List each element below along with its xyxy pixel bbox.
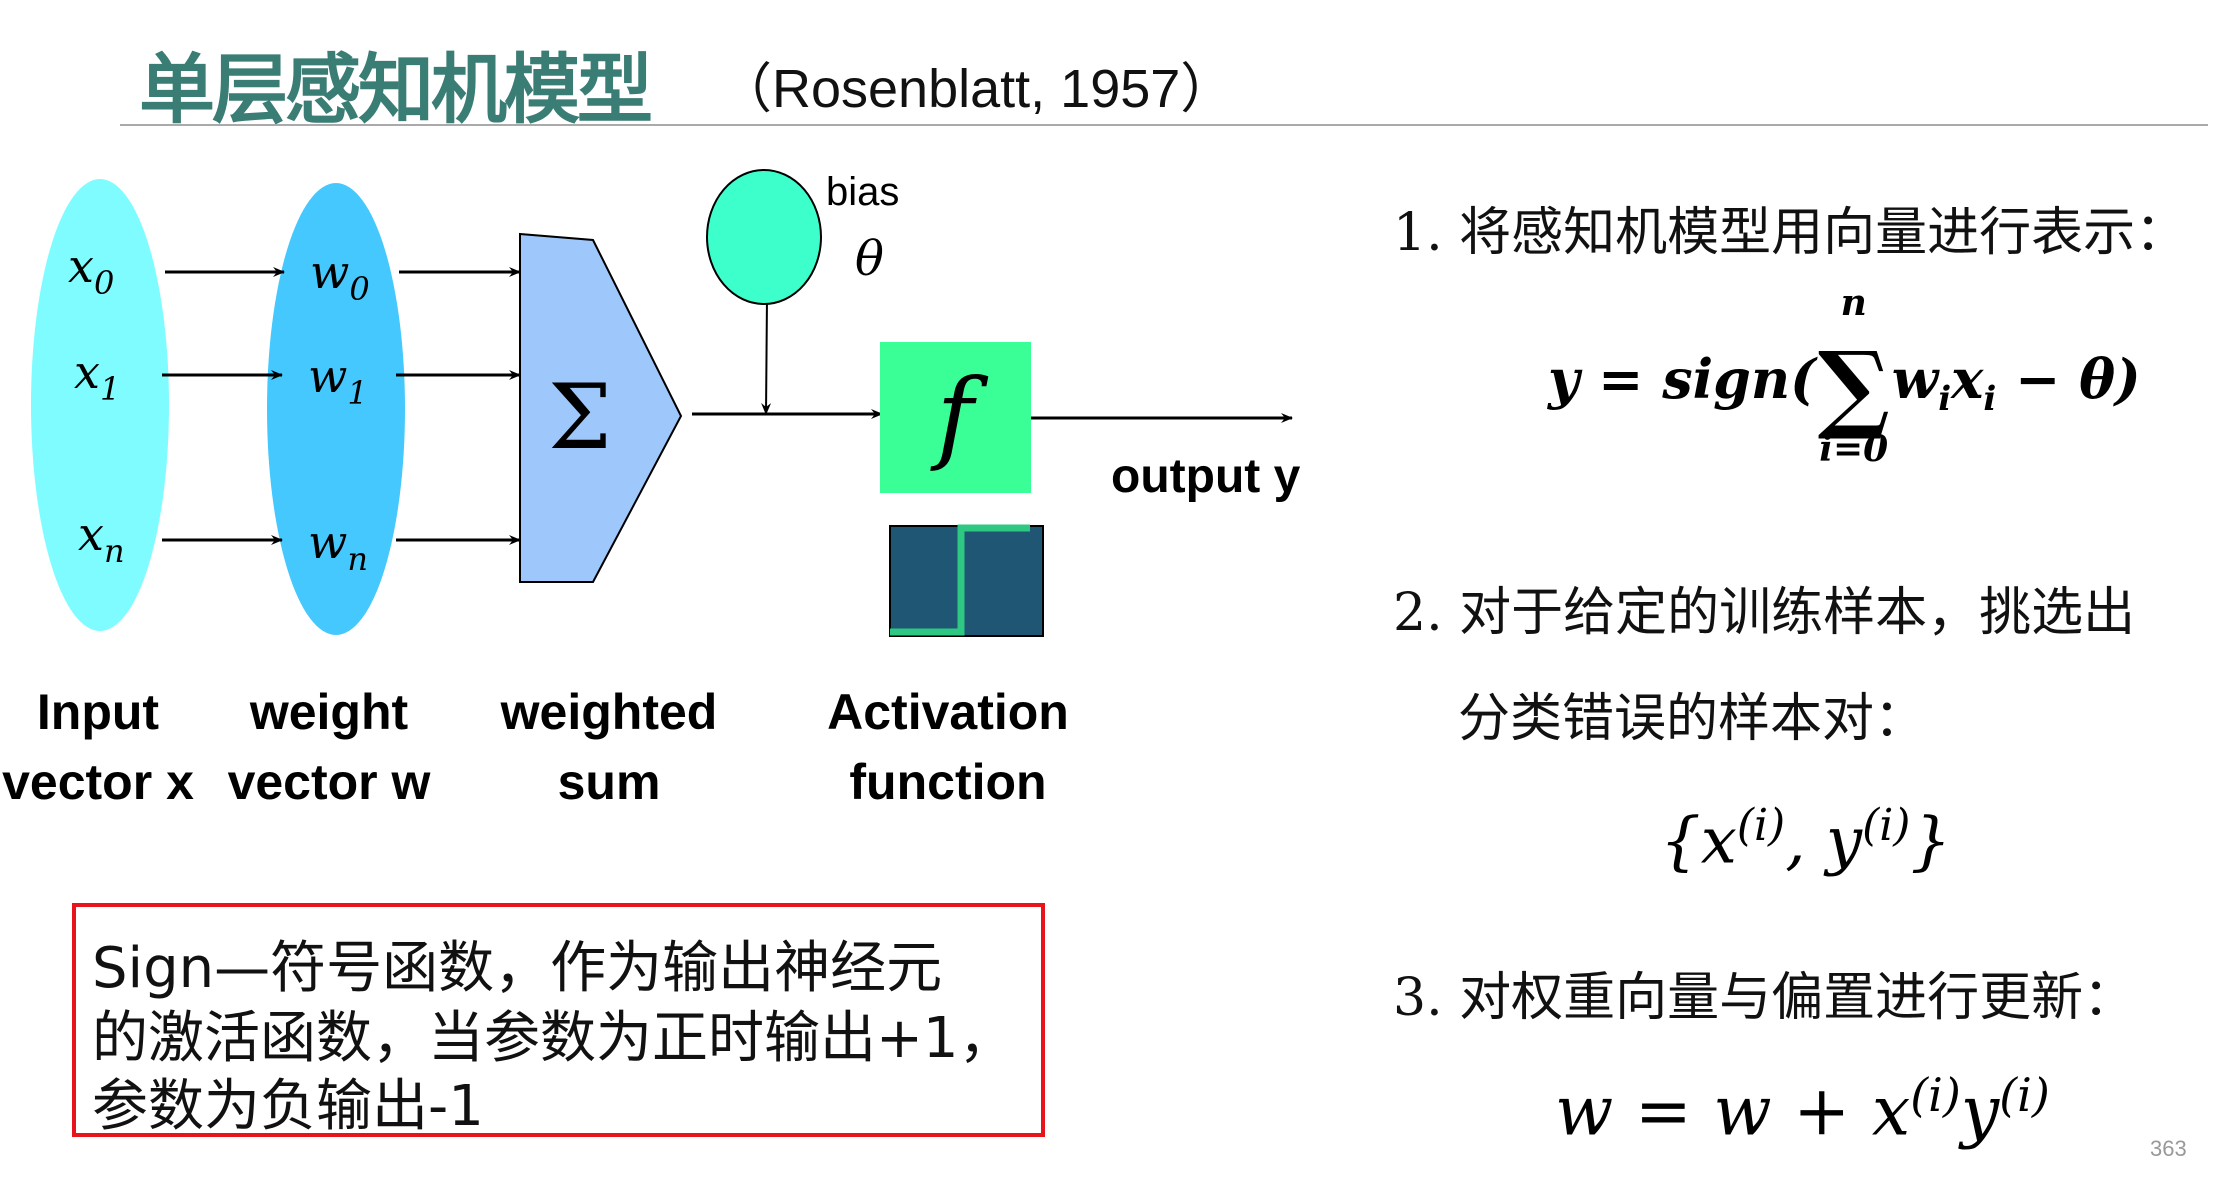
arrow-bias bbox=[761, 296, 772, 415]
bias-node bbox=[706, 169, 822, 305]
step-1: 1. 将感知机模型用向量进行表示： bbox=[1393, 203, 2188, 263]
step-2-continued: 分类错误的样本对： bbox=[1458, 689, 1927, 749]
bias-label: bias bbox=[826, 170, 899, 214]
input-x1: x1 bbox=[74, 345, 120, 408]
bias-theta: θ bbox=[855, 231, 884, 287]
sign-function-note: Sign—符号函数，作为输出神经元 的激活函数，当参数为正时输出+1， 参数为负… bbox=[72, 903, 1045, 1139]
page-number: 363 bbox=[2150, 1136, 2187, 1161]
output-label: output y bbox=[1111, 450, 1301, 503]
title-divider bbox=[120, 124, 2208, 126]
weight-w0: w0 bbox=[310, 245, 370, 308]
weight-w1: w1 bbox=[308, 349, 368, 412]
note-line-2: 的激活函数，当参数为正时输出+1， bbox=[92, 1006, 1015, 1071]
step-2: 2. 对于给定的训练样本，挑选出 bbox=[1393, 583, 2136, 643]
weight-vector-ellipse bbox=[267, 183, 405, 635]
slide-title: 单层感知机模型 bbox=[139, 45, 653, 134]
note-line-1: Sign—符号函数，作为输出神经元 bbox=[92, 936, 943, 1001]
activation-block bbox=[880, 342, 1031, 493]
input-x0: x0 bbox=[68, 239, 114, 302]
formula-sample-pair: {x(i), y(i)} bbox=[1660, 800, 1952, 879]
slide-subtitle: （Rosenblatt, 1957） bbox=[718, 59, 1235, 119]
weighted-sum-block bbox=[519, 232, 683, 583]
input-xn: xn bbox=[78, 507, 125, 570]
formula-weight-update: w = w + x(i)y(i) bbox=[1555, 1068, 2050, 1152]
sum-symbol: Σ bbox=[548, 365, 612, 470]
step-function-icon bbox=[889, 524, 1044, 637]
step-3: 3. 对权重向量与偏置进行更新： bbox=[1393, 968, 2136, 1028]
note-line-3: 参数为负输出-1 bbox=[92, 1074, 484, 1139]
input-vector-ellipse bbox=[31, 179, 169, 631]
weight-wn: wn bbox=[308, 515, 368, 578]
